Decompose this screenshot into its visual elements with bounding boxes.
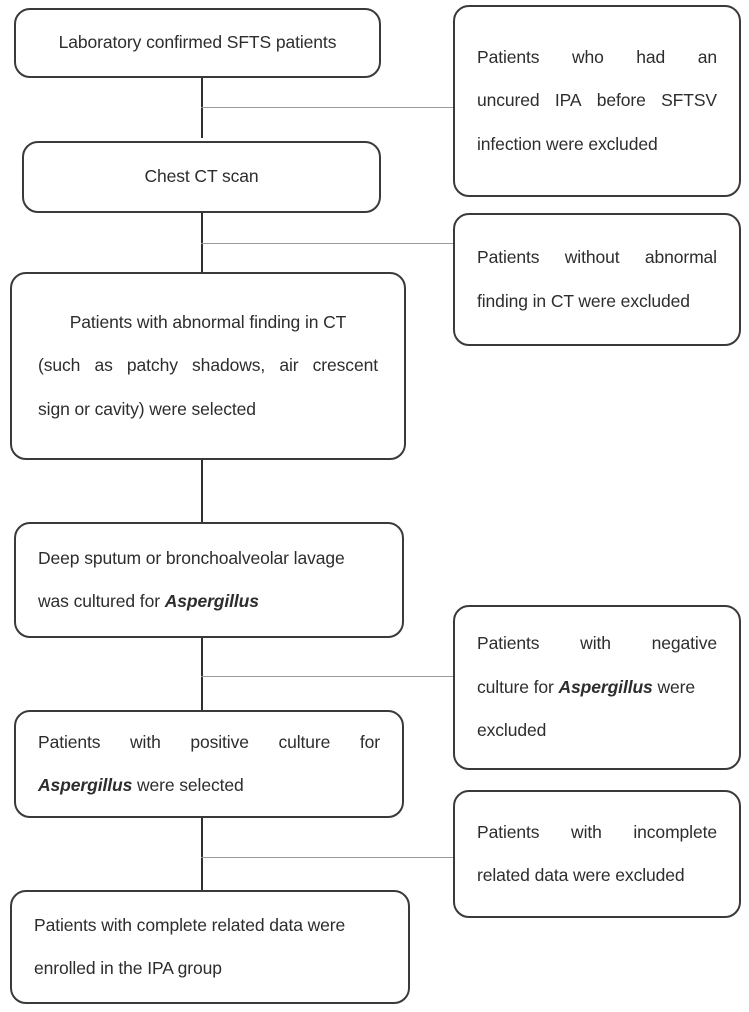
excl1-line3: infection were excluded bbox=[477, 133, 658, 154]
excl4-line1-word3: incomplete bbox=[633, 821, 717, 842]
excl2-line1: Patients without abnormal bbox=[477, 247, 717, 267]
node3-line2-word1: (such bbox=[38, 355, 81, 376]
node5-line1-word3: positive bbox=[190, 731, 249, 752]
excl3-line1: Patients with negative bbox=[477, 635, 717, 653]
excl2-line1-word1: Patients bbox=[477, 247, 540, 267]
excl2-line1-word3: abnormal bbox=[644, 247, 717, 267]
excl3-line2: culture for Aspergillus were bbox=[477, 676, 717, 697]
node5-line2: Aspergillus were selected bbox=[38, 775, 380, 795]
node3-line2-word6: crescent bbox=[312, 355, 378, 376]
node5-line1-word4: culture bbox=[278, 731, 331, 752]
excl3-line1-word1: Patients bbox=[477, 633, 540, 654]
node-chest-ct-scan[interactable]: Chest CT scan bbox=[22, 141, 381, 213]
exclusion-node-uncured-ipa-before-sftsv[interactable]: Patients who had an uncured IPA before S… bbox=[453, 5, 741, 197]
node-laboratory-confirmed-sfts-patients[interactable]: Laboratory confirmed SFTS patients bbox=[14, 8, 381, 78]
excl4-line2: related data were excluded bbox=[477, 865, 685, 885]
excl3-line2-prefix: culture for bbox=[477, 676, 559, 697]
node3-line2-word2: as bbox=[94, 355, 113, 376]
excl3-line2-organism: Aspergillus bbox=[558, 676, 653, 697]
excl4-line1: Patients with incomplete bbox=[477, 821, 717, 842]
excl2-line2: finding in CT were excluded bbox=[477, 290, 690, 311]
excl1-line1-word2: who bbox=[571, 46, 604, 67]
exclusion-node-incomplete-related-data[interactable]: Patients with incomplete related data we… bbox=[453, 790, 741, 918]
connector-node4-to-node5 bbox=[201, 638, 203, 710]
excl3-line2-suffix: were bbox=[652, 676, 695, 697]
connector-node3-to-node4 bbox=[201, 460, 203, 522]
branch-connector-to-exclusion-3 bbox=[201, 676, 455, 677]
node4-line2-organism: Aspergillus bbox=[164, 591, 259, 611]
excl3-line1-word3: negative bbox=[651, 633, 717, 654]
node6-line1: Patients with complete related data were bbox=[34, 914, 346, 935]
excl1-line2-word1: uncured bbox=[477, 90, 540, 111]
node-patients-with-positive-culture-for-aspergillus[interactable]: Patients with positive culture for Asper… bbox=[14, 710, 404, 818]
node1-line1: Laboratory confirmed SFTS patients bbox=[58, 32, 337, 53]
node3-line2-word3: patchy bbox=[126, 355, 178, 376]
node5-line2-suffix: were selected bbox=[132, 775, 244, 795]
node5-line2-organism: Aspergillus bbox=[38, 775, 133, 795]
node3-line2-word4: shadows, bbox=[192, 355, 266, 376]
branch-connector-to-exclusion-4 bbox=[201, 857, 455, 858]
node4-line1: Deep sputum or bronchoalveolar lavage bbox=[38, 547, 345, 568]
excl3-line3: excluded bbox=[477, 720, 547, 741]
excl1-line1-word1: Patients bbox=[477, 46, 540, 67]
node5-line1-word5: for bbox=[359, 731, 380, 752]
node4-line2: was cultured for Aspergillus bbox=[38, 591, 380, 611]
node-patients-enrolled-in-ipa-group[interactable]: Patients with complete related data were… bbox=[10, 890, 410, 1004]
excl4-line1-word2: with bbox=[571, 821, 602, 842]
node-patients-with-abnormal-finding-in-ct[interactable]: Patients with abnormal finding in CT (su… bbox=[10, 272, 406, 460]
node6-line2: enrolled in the IPA group bbox=[34, 958, 222, 978]
node3-line1: Patients with abnormal finding in CT bbox=[69, 311, 347, 332]
excl1-line1: Patients who had an bbox=[477, 46, 717, 67]
node5-line1-word2: with bbox=[130, 731, 161, 752]
excl3-line1-word2: with bbox=[580, 633, 611, 654]
exclusion-node-no-abnormal-finding-in-ct[interactable]: Patients without abnormal finding in CT … bbox=[453, 213, 741, 346]
branch-connector-to-exclusion-1 bbox=[201, 107, 455, 108]
excl1-line1-word3: had bbox=[636, 46, 666, 67]
exclusion-node-negative-culture-for-aspergillus[interactable]: Patients with negative culture for Asper… bbox=[453, 605, 741, 770]
excl1-line1-word4: an bbox=[697, 46, 717, 67]
node5-line1: Patients with positive culture for bbox=[38, 731, 380, 752]
excl1-line2-word3: before bbox=[596, 90, 646, 111]
node3-line3: sign or cavity) were selected bbox=[38, 398, 256, 419]
excl1-line2-word2: IPA bbox=[554, 90, 582, 111]
node2-line1: Chest CT scan bbox=[144, 166, 259, 187]
branch-connector-to-exclusion-2 bbox=[201, 243, 455, 244]
connector-node5-to-node6 bbox=[201, 818, 203, 890]
node5-line1-word1: Patients bbox=[38, 731, 101, 752]
node3-line2: (such as patchy shadows, air crescent bbox=[38, 357, 378, 375]
connector-node1-to-node2 bbox=[201, 78, 203, 138]
node4-line2-prefix: was cultured for bbox=[38, 591, 165, 611]
node3-line2-word5: air bbox=[279, 355, 299, 376]
excl1-line2: uncured IPA before SFTSV bbox=[477, 92, 717, 110]
excl1-line2-word4: SFTSV bbox=[661, 90, 717, 111]
excl2-line1-word2: without bbox=[564, 247, 620, 267]
node-deep-sputum-or-bronchoalveolar-lavage-culture[interactable]: Deep sputum or bronchoalveolar lavage wa… bbox=[14, 522, 404, 638]
excl4-line1-word1: Patients bbox=[477, 821, 540, 842]
